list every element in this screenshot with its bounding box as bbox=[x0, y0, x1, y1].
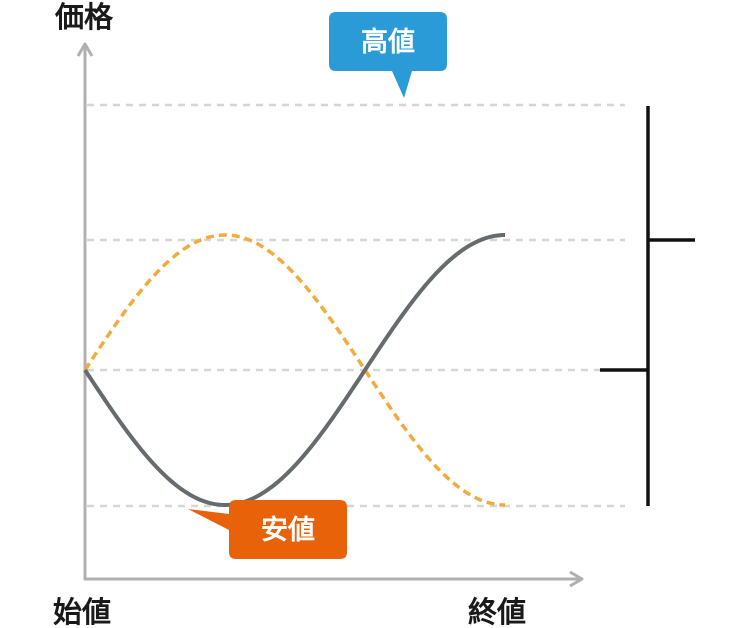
high-callout-bubble bbox=[329, 12, 447, 98]
x-axis-end-label: 終値 bbox=[468, 595, 526, 628]
y-axis-label: 価格 bbox=[54, 0, 114, 34]
low-callout-bubble bbox=[188, 500, 347, 559]
low-callout: 安値 bbox=[188, 500, 347, 559]
price-path bbox=[83, 233, 506, 508]
guide-lines bbox=[87, 103, 625, 508]
alternate-price-path bbox=[83, 233, 506, 507]
low-label: 安値 bbox=[261, 515, 315, 546]
x-axis-start-label: 始値 bbox=[53, 595, 111, 628]
axes bbox=[76, 42, 584, 588]
x-axis-arrowhead bbox=[569, 570, 584, 588]
y-axis-arrowhead bbox=[76, 42, 94, 57]
high-callout: 高値 bbox=[329, 12, 447, 98]
candlestick-summary bbox=[600, 106, 695, 506]
high-label: 高値 bbox=[361, 26, 415, 58]
